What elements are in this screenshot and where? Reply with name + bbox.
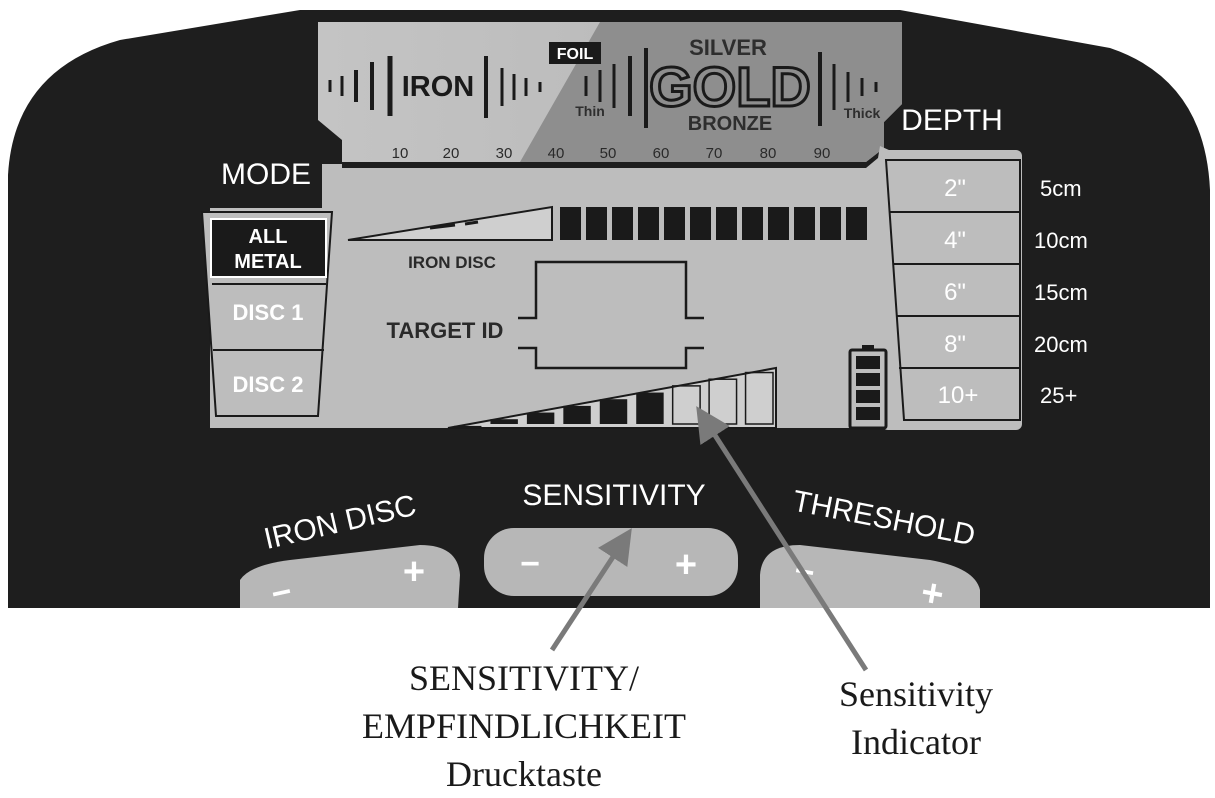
sensitivity-bar bbox=[599, 399, 628, 424]
iron-disc-block bbox=[820, 207, 841, 240]
annotation-line: Drucktaste bbox=[446, 754, 602, 794]
sensitivity-bar bbox=[744, 371, 774, 425]
iron-disc-block bbox=[560, 207, 581, 240]
iron-disc-block bbox=[716, 207, 737, 240]
depth-column-frame bbox=[884, 159, 1021, 421]
scale-bronze-label: BRONZE bbox=[688, 113, 772, 135]
depth-inch-label: 8" bbox=[944, 331, 966, 358]
depth-inch-label: 10+ bbox=[938, 382, 979, 409]
sensitivity-minus-icon[interactable]: − bbox=[520, 545, 540, 583]
depth-title: DEPTH bbox=[901, 104, 1003, 137]
depth-metric-label: 15cm bbox=[1034, 280, 1088, 305]
scale-number: 80 bbox=[760, 145, 777, 162]
scale-number: 40 bbox=[548, 145, 565, 162]
scale-numbers: 10 20 30 40 50 60 70 80 90 bbox=[392, 145, 831, 162]
scale-number: 50 bbox=[600, 145, 617, 162]
iron-disc-indicator: IRON DISC bbox=[347, 205, 867, 272]
annotation-line: Sensitivity bbox=[839, 674, 993, 714]
depth-inch-label: 2" bbox=[944, 175, 966, 202]
mode-disc2-label[interactable]: DISC 2 bbox=[233, 372, 304, 397]
sensitivity-control-label: SENSITIVITY bbox=[522, 479, 705, 512]
iron-disc-button-body[interactable] bbox=[240, 545, 460, 608]
mode-selector: ALL METAL DISC 1 DISC 2 bbox=[200, 211, 334, 417]
iron-disc-block bbox=[664, 207, 685, 240]
depth-inch-label: 4" bbox=[944, 227, 966, 254]
iron-disc-block bbox=[742, 207, 763, 240]
iron-disc-block bbox=[638, 207, 659, 240]
iron-disc-block bbox=[586, 207, 607, 240]
iron-disc-plus-icon[interactable]: + bbox=[403, 551, 425, 593]
scale-number: 10 bbox=[392, 145, 409, 162]
depth-metric-label: 10cm bbox=[1034, 228, 1088, 253]
sensitivity-indicator-annotation: Sensitivity Indicator bbox=[839, 674, 993, 762]
sensitivity-bar bbox=[526, 412, 555, 424]
iron-disc-button[interactable]: − + bbox=[240, 545, 460, 614]
mode-all-metal-label: ALL bbox=[249, 226, 288, 248]
battery-level-bars bbox=[856, 356, 880, 420]
scale-number: 90 bbox=[814, 145, 831, 162]
sensitivity-bar bbox=[671, 385, 701, 425]
battery-bar bbox=[856, 356, 880, 369]
scale-foil-label: FOIL bbox=[557, 46, 594, 63]
scale-iron-label: IRON bbox=[402, 71, 475, 103]
sensitivity-bar bbox=[454, 425, 482, 428]
sensitivity-bar bbox=[490, 419, 518, 424]
sensitivity-bar bbox=[563, 405, 591, 424]
scale-ticks-right bbox=[818, 52, 878, 126]
scale-ticks-left bbox=[328, 56, 393, 116]
depth-metric-label: 25+ bbox=[1040, 383, 1077, 408]
iron-disc-block bbox=[794, 207, 815, 240]
iron-disc-dash bbox=[429, 223, 456, 230]
battery-bar bbox=[856, 407, 880, 420]
annotation-line: EMPFINDLICHKEIT bbox=[362, 706, 686, 746]
mode-title: MODE bbox=[221, 158, 311, 191]
scale-gold-label: GOLD bbox=[649, 55, 811, 118]
scale-ticks-mid bbox=[484, 48, 648, 128]
mode-disc1-label[interactable]: DISC 1 bbox=[233, 300, 304, 325]
scale-number: 30 bbox=[496, 145, 513, 162]
annotation-line: Indicator bbox=[851, 722, 981, 762]
target-id-bracket bbox=[518, 260, 704, 320]
iron-disc-dash bbox=[464, 220, 479, 226]
scale-number: 70 bbox=[706, 145, 723, 162]
scale-silver-label: SILVER bbox=[689, 35, 767, 60]
depth-column: 2" 4" 6" 8" 10+ bbox=[884, 159, 1021, 421]
iron-disc-block bbox=[768, 207, 789, 240]
foil-label-box bbox=[549, 42, 601, 64]
scale-thick-label: Thick bbox=[844, 105, 881, 121]
sensitivity-button-callout-arrow bbox=[549, 528, 632, 652]
target-id-label: TARGET ID bbox=[387, 318, 504, 343]
scale-thin-label: Thin bbox=[575, 103, 605, 119]
mode-all-metal-highlight[interactable] bbox=[210, 218, 327, 278]
annotation-line: SENSITIVITY/ bbox=[409, 658, 639, 698]
battery-icon bbox=[848, 345, 888, 430]
depth-metric-label: 20cm bbox=[1034, 332, 1088, 357]
scale-number: 20 bbox=[443, 145, 460, 162]
sensitivity-button-annotation: SENSITIVITY/ EMPFINDLICHKEIT Drucktaste bbox=[362, 658, 686, 794]
sensitivity-bar bbox=[636, 392, 664, 424]
target-id-area bbox=[518, 260, 704, 370]
iron-disc-block bbox=[690, 207, 711, 240]
depth-inch-label: 6" bbox=[944, 279, 966, 306]
sensitivity-indicator-callout-arrow bbox=[696, 406, 869, 672]
target-id-bracket bbox=[518, 346, 704, 370]
mode-all-metal-label: METAL bbox=[234, 251, 301, 273]
battery-bar bbox=[856, 373, 880, 386]
iron-disc-block bbox=[612, 207, 633, 240]
sensitivity-plus-icon[interactable]: + bbox=[675, 544, 697, 586]
battery-bar bbox=[856, 390, 880, 403]
iron-disc-block bbox=[846, 207, 867, 240]
lcd-scale-shaded-region bbox=[520, 22, 902, 162]
scale-number: 60 bbox=[653, 145, 670, 162]
iron-disc-blocks bbox=[560, 207, 867, 240]
iron-disc-wedge bbox=[347, 205, 553, 241]
depth-metric-label: 5cm bbox=[1040, 176, 1082, 201]
depth-metric-labels: 5cm 10cm 15cm 20cm 25+ bbox=[1034, 176, 1088, 408]
iron-disc-display-label: IRON DISC bbox=[408, 253, 496, 272]
